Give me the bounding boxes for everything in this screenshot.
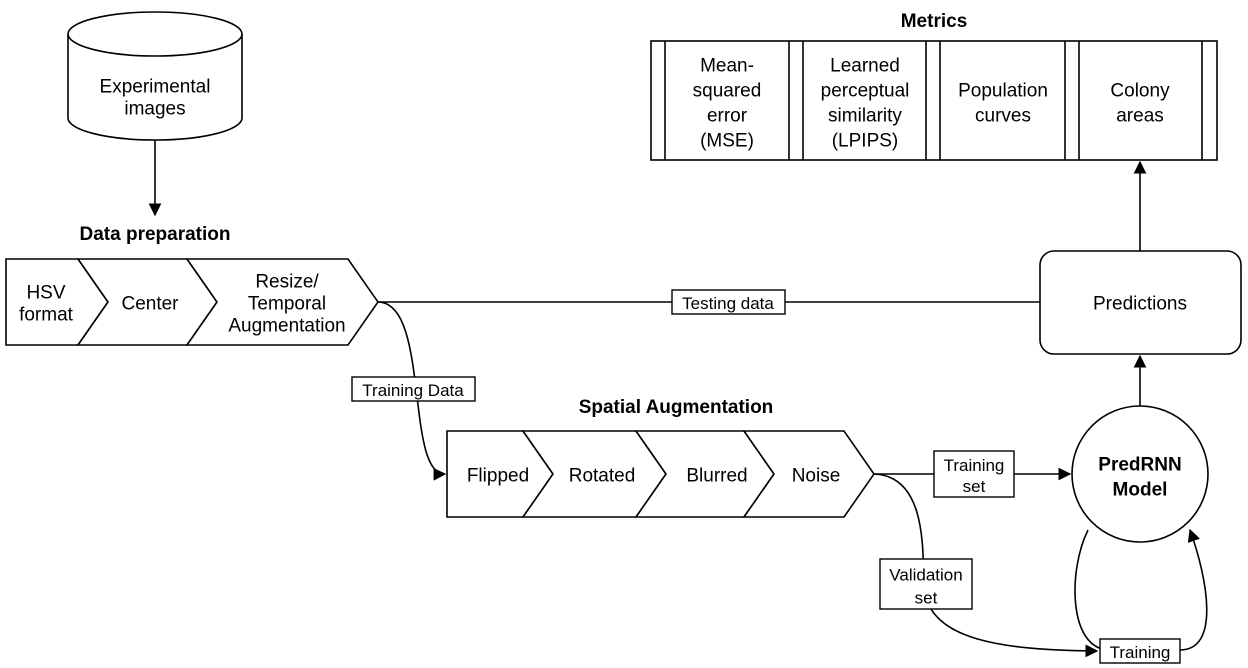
- text-line: Training Data: [362, 381, 464, 400]
- validation-set-label: Validation set: [889, 566, 962, 608]
- text-line: perceptual: [821, 80, 910, 101]
- edge-training-loop: [1074, 528, 1208, 651]
- chevron-resize-temporal: [185, 258, 379, 346]
- spatial-augmentation-chevrons: Flipped Rotated Blurred Noise: [446, 430, 875, 518]
- text-line: Augmentation: [228, 316, 345, 337]
- training-loop-label: Training: [1110, 643, 1171, 662]
- text-line: Noise: [792, 466, 841, 487]
- predictions-node: Predictions: [1039, 250, 1242, 355]
- text-line: Model: [1113, 479, 1168, 500]
- metric-mse-label: Mean-squared error (MSE): [693, 55, 762, 151]
- training-data-label: Training Data: [362, 381, 464, 400]
- step-center-label: Center: [121, 294, 179, 315]
- text-line: Validation: [889, 566, 962, 585]
- text-line: Testing data: [682, 294, 774, 313]
- training-loop-tag: Training: [1099, 638, 1181, 664]
- text-line: Mean-: [700, 55, 754, 76]
- text-line: Training: [1110, 643, 1171, 662]
- text-line: (LPIPS): [832, 130, 899, 151]
- testing-data-tag: Testing data: [671, 289, 786, 315]
- training-data-tag: Training Data: [351, 376, 476, 402]
- text-line: curves: [975, 105, 1031, 126]
- predrnn-model-node: PredRNN Model: [1071, 405, 1209, 543]
- text-line: areas: [1116, 105, 1164, 126]
- step-blurred-label: Blurred: [686, 466, 747, 487]
- chevron-noise: [742, 430, 875, 518]
- step-noise-label: Noise: [792, 466, 841, 487]
- step-flipped-label: Flipped: [467, 466, 529, 487]
- text-line: Population: [958, 80, 1048, 101]
- text-line: (MSE): [700, 130, 754, 151]
- text-line: error: [707, 105, 748, 126]
- metric-colony-label: Colony areas: [1110, 80, 1170, 126]
- text-line: Center: [121, 294, 179, 315]
- text-line: Experimental: [100, 77, 211, 98]
- text-line: squared: [693, 80, 762, 101]
- text-line: HSV: [26, 283, 65, 304]
- text-line: Blurred: [686, 466, 747, 487]
- text-line: similarity: [828, 105, 902, 126]
- text-line: images: [124, 99, 185, 120]
- text-line: Resize/: [255, 272, 319, 293]
- data-preparation-title: Data preparation: [80, 224, 231, 245]
- text-line: PredRNN: [1098, 454, 1181, 475]
- metric-population-label: Population curves: [958, 80, 1048, 126]
- text-line: Flipped: [467, 466, 529, 487]
- metrics-panel: Mean-squared error (MSE) Learned perceptual…: [650, 40, 1218, 161]
- text-line: Training: [944, 456, 1005, 475]
- text-line: Learned: [830, 55, 900, 76]
- testing-data-label: Testing data: [682, 294, 774, 313]
- metric-lpips-label: Learned perceptual similarity (LPIPS): [821, 55, 910, 151]
- training-set-label: Training set: [944, 456, 1005, 496]
- model-label: PredRNN Model: [1098, 454, 1181, 500]
- text-line: Predictions: [1093, 294, 1187, 315]
- text-line: Temporal: [248, 294, 326, 315]
- predictions-label: Predictions: [1093, 294, 1187, 315]
- text-line: Colony: [1110, 80, 1170, 101]
- metrics-title: Metrics: [901, 11, 968, 32]
- text-line: set: [915, 589, 938, 608]
- text-line: format: [19, 305, 74, 326]
- step-rotated-label: Rotated: [569, 466, 636, 487]
- spatial-augmentation-title: Spatial Augmentation: [579, 397, 774, 418]
- text-line: set: [963, 477, 986, 496]
- validation-set-tag: Validation set: [879, 558, 973, 610]
- training-set-tag: Training set: [933, 450, 1015, 498]
- text-line: Rotated: [569, 466, 636, 487]
